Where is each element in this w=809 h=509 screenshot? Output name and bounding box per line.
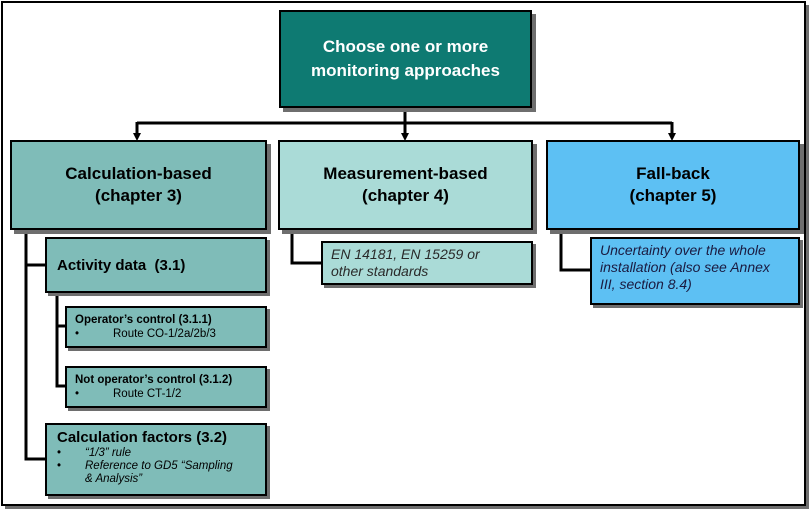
gd5-reference-line1: Reference to GD5 “Sampling xyxy=(85,460,233,472)
measurement-based-box: Measurement-based (chapter 4) xyxy=(278,140,533,230)
fall-back-box: Fall-back (chapter 5) xyxy=(546,140,800,230)
fallback-note-line3: III, section 8.4) xyxy=(600,276,692,292)
calculation-based-box: Calculation-based (chapter 3) xyxy=(10,140,267,230)
measurement-note-line2: other standards xyxy=(331,263,429,279)
not-operator-control-route: Route CT-1/2 xyxy=(113,388,182,400)
gd5-reference-line2: & Analysis” xyxy=(85,473,143,485)
bullet-icon: • xyxy=(75,328,80,340)
fallback-chapter: (chapter 5) xyxy=(629,186,717,205)
calculation-title: Calculation-based xyxy=(65,164,212,183)
operator-control-bullet: • Route CO-1/2a/2b/3 xyxy=(75,327,265,341)
root-line2: monitoring approaches xyxy=(311,61,500,80)
bullet-icon: • xyxy=(57,460,62,472)
activity-sub-line xyxy=(55,293,65,388)
measurement-note-line1: EN 14181, EN 15259 or xyxy=(331,246,480,262)
calculation-factors-box: Calculation factors (3.2) • “1/3” rule •… xyxy=(45,423,267,496)
meas-note-line xyxy=(290,230,321,265)
one-third-rule-text: “1/3” rule xyxy=(85,447,132,459)
operator-control-title: Operator’s control (3.1.1) xyxy=(75,314,212,326)
fallback-title: Fall-back xyxy=(636,164,710,183)
bullet-icon: • xyxy=(57,447,62,459)
measurement-title: Measurement-based xyxy=(323,164,488,183)
not-operator-control-title: Not operator’s control (3.1.2) xyxy=(75,374,233,386)
gd5-reference-text: Reference to GD5 “Sampling & Analysis” xyxy=(85,460,233,486)
calculation-factors-bullet-2: • Reference to GD5 “Sampling & Analysis” xyxy=(57,460,265,486)
operator-control-route: Route CO-1/2a/2b/3 xyxy=(113,328,216,340)
activity-data-label: Activity data (3.1) xyxy=(57,256,186,274)
bullet-icon: • xyxy=(75,388,80,400)
operator-control-box: Operator’s control (3.1.1) • Route CO-1/… xyxy=(65,306,267,348)
not-operator-control-box: Not operator’s control (3.1.2) • Route C… xyxy=(65,366,267,408)
calculation-chapter: (chapter 3) xyxy=(95,186,182,205)
calculation-factors-bullet-1: • “1/3” rule xyxy=(57,447,265,460)
fallback-note-line2: installation (also see Annex xyxy=(600,259,770,275)
fall-note-line xyxy=(559,230,590,272)
root-line1: Choose one or more xyxy=(322,37,489,56)
measurement-standards-note: EN 14181, EN 15259 or other standards xyxy=(321,241,533,285)
fallback-note-line1: Uncertainty over the whole xyxy=(600,242,766,258)
calculation-factors-title: Calculation factors (3.2) xyxy=(57,429,228,446)
measurement-chapter: (chapter 4) xyxy=(362,186,449,205)
fallback-uncertainty-note: Uncertainty over the whole installation … xyxy=(590,237,800,305)
calc-vertical-line xyxy=(24,230,45,461)
activity-data-box: Activity data (3.1) xyxy=(45,237,267,293)
not-operator-control-bullet: • Route CT-1/2 xyxy=(75,387,265,401)
root-box-choose-approaches: Choose one or more monitoring approaches xyxy=(279,10,532,108)
